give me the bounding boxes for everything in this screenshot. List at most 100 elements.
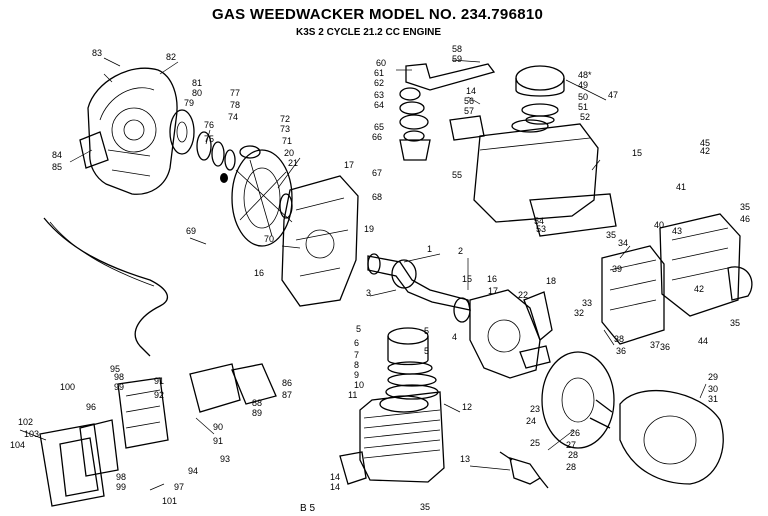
callout-93: 93: [220, 454, 230, 464]
callout-23: 23: [530, 404, 540, 414]
callout-59: 59: [452, 54, 462, 64]
callout-58: 58: [452, 44, 462, 54]
callout-36: 36: [660, 342, 670, 352]
piston-part: [385, 327, 439, 400]
callout-55: 55: [452, 170, 462, 180]
callout-52: 52: [580, 112, 590, 122]
leader-line: [19, 429, 47, 441]
callout-35: 35: [606, 230, 616, 240]
callout-91: 91: [213, 436, 223, 446]
leader-line: [467, 96, 481, 105]
carburetor-part: [39, 363, 277, 507]
callout-69: 69: [186, 226, 196, 236]
callout-16: 16: [254, 268, 264, 278]
callout-3: 3: [366, 288, 371, 298]
leader-line: [369, 289, 397, 297]
callout-35: 35: [730, 318, 740, 328]
callout-39: 39: [612, 264, 622, 274]
callout-85: 85: [52, 162, 62, 172]
callout-92: 92: [154, 390, 164, 400]
callout-15: 15: [462, 274, 472, 284]
callout-98: 98: [114, 372, 124, 382]
callout-36: 36: [616, 346, 626, 356]
callout-34: 34: [618, 238, 628, 248]
callout-26: 26: [570, 428, 580, 438]
leader-line: [205, 129, 211, 145]
leader-line: [149, 483, 165, 491]
callout-62: 62: [374, 78, 384, 88]
primer-pump-part: [399, 63, 496, 161]
callout-84: 84: [52, 150, 62, 160]
leader-line: [469, 465, 511, 471]
callout-47: 47: [608, 90, 618, 100]
callout-35: 35: [420, 502, 430, 512]
callout-65: 65: [374, 122, 384, 132]
callout-22: 22: [518, 290, 528, 300]
leader-line: [699, 383, 707, 399]
callout-88: 88: [252, 398, 262, 408]
callout-98: 98: [116, 472, 126, 482]
leader-line: [159, 61, 179, 75]
callout-20: 20: [284, 148, 294, 158]
callout-10: 10: [354, 380, 364, 390]
callout-87: 87: [282, 390, 292, 400]
callout-4: 4: [452, 332, 457, 342]
callout-2: 2: [458, 246, 463, 256]
leader-line: [547, 429, 575, 451]
callout-42: 42: [694, 284, 704, 294]
callout-7: 7: [354, 350, 359, 360]
callout-24: 24: [526, 416, 536, 426]
leader-line: [565, 79, 607, 101]
callout-25: 25: [530, 438, 540, 448]
leader-line: [451, 59, 481, 63]
callout-28: 28: [568, 450, 578, 460]
callout-94: 94: [188, 466, 198, 476]
leader-line: [443, 403, 461, 413]
callout-104: 104: [10, 440, 25, 450]
callout-41: 41: [676, 182, 686, 192]
callout-54: 54: [534, 216, 544, 226]
callout-68: 68: [372, 192, 382, 202]
callout-51: 51: [578, 102, 588, 112]
callout-leaders: [19, 57, 707, 491]
diagram-title: GAS WEEDWACKER MODEL NO. 234.796810: [212, 6, 544, 23]
callout-82: 82: [166, 52, 176, 62]
callout-30: 30: [708, 384, 718, 394]
callout-14: 14: [330, 482, 340, 492]
callout-32: 32: [574, 308, 584, 318]
callout-1: 1: [427, 244, 432, 254]
callout-48-star: 48*: [578, 70, 592, 80]
callout-29: 29: [708, 372, 718, 382]
fuel-tank-part: [473, 119, 599, 223]
callout-15: 15: [632, 148, 642, 158]
tank-mount-part: [529, 193, 617, 237]
callout-35: 35: [740, 202, 750, 212]
callout-43: 43: [672, 226, 682, 236]
callout-96: 96: [86, 402, 96, 412]
callout-74: 74: [228, 112, 238, 122]
callout-91: 91: [154, 376, 164, 386]
callout-31: 31: [708, 394, 718, 404]
leader-line: [103, 73, 113, 83]
leader-line: [619, 245, 631, 259]
callout-99: 99: [114, 382, 124, 392]
leader-line: [591, 159, 601, 171]
callout-66: 66: [372, 132, 382, 142]
callout-12: 12: [462, 402, 472, 412]
callout-5: 5: [424, 326, 429, 336]
callout-21: 21: [288, 158, 298, 168]
callout-64: 64: [374, 100, 384, 110]
callout-71: 71: [282, 136, 292, 146]
callout-95: 95: [110, 364, 120, 374]
callout-67: 67: [372, 168, 382, 178]
callout-70: 70: [264, 234, 274, 244]
callout-28: 28: [566, 462, 576, 472]
callout-6: 6: [354, 338, 359, 348]
callout-99: 99: [116, 482, 126, 492]
leader-line: [603, 329, 615, 346]
callout-17: 17: [344, 160, 354, 170]
callout-27: 27: [566, 440, 576, 450]
callout-38: 38: [614, 334, 624, 344]
callout-19: 19: [364, 224, 374, 234]
